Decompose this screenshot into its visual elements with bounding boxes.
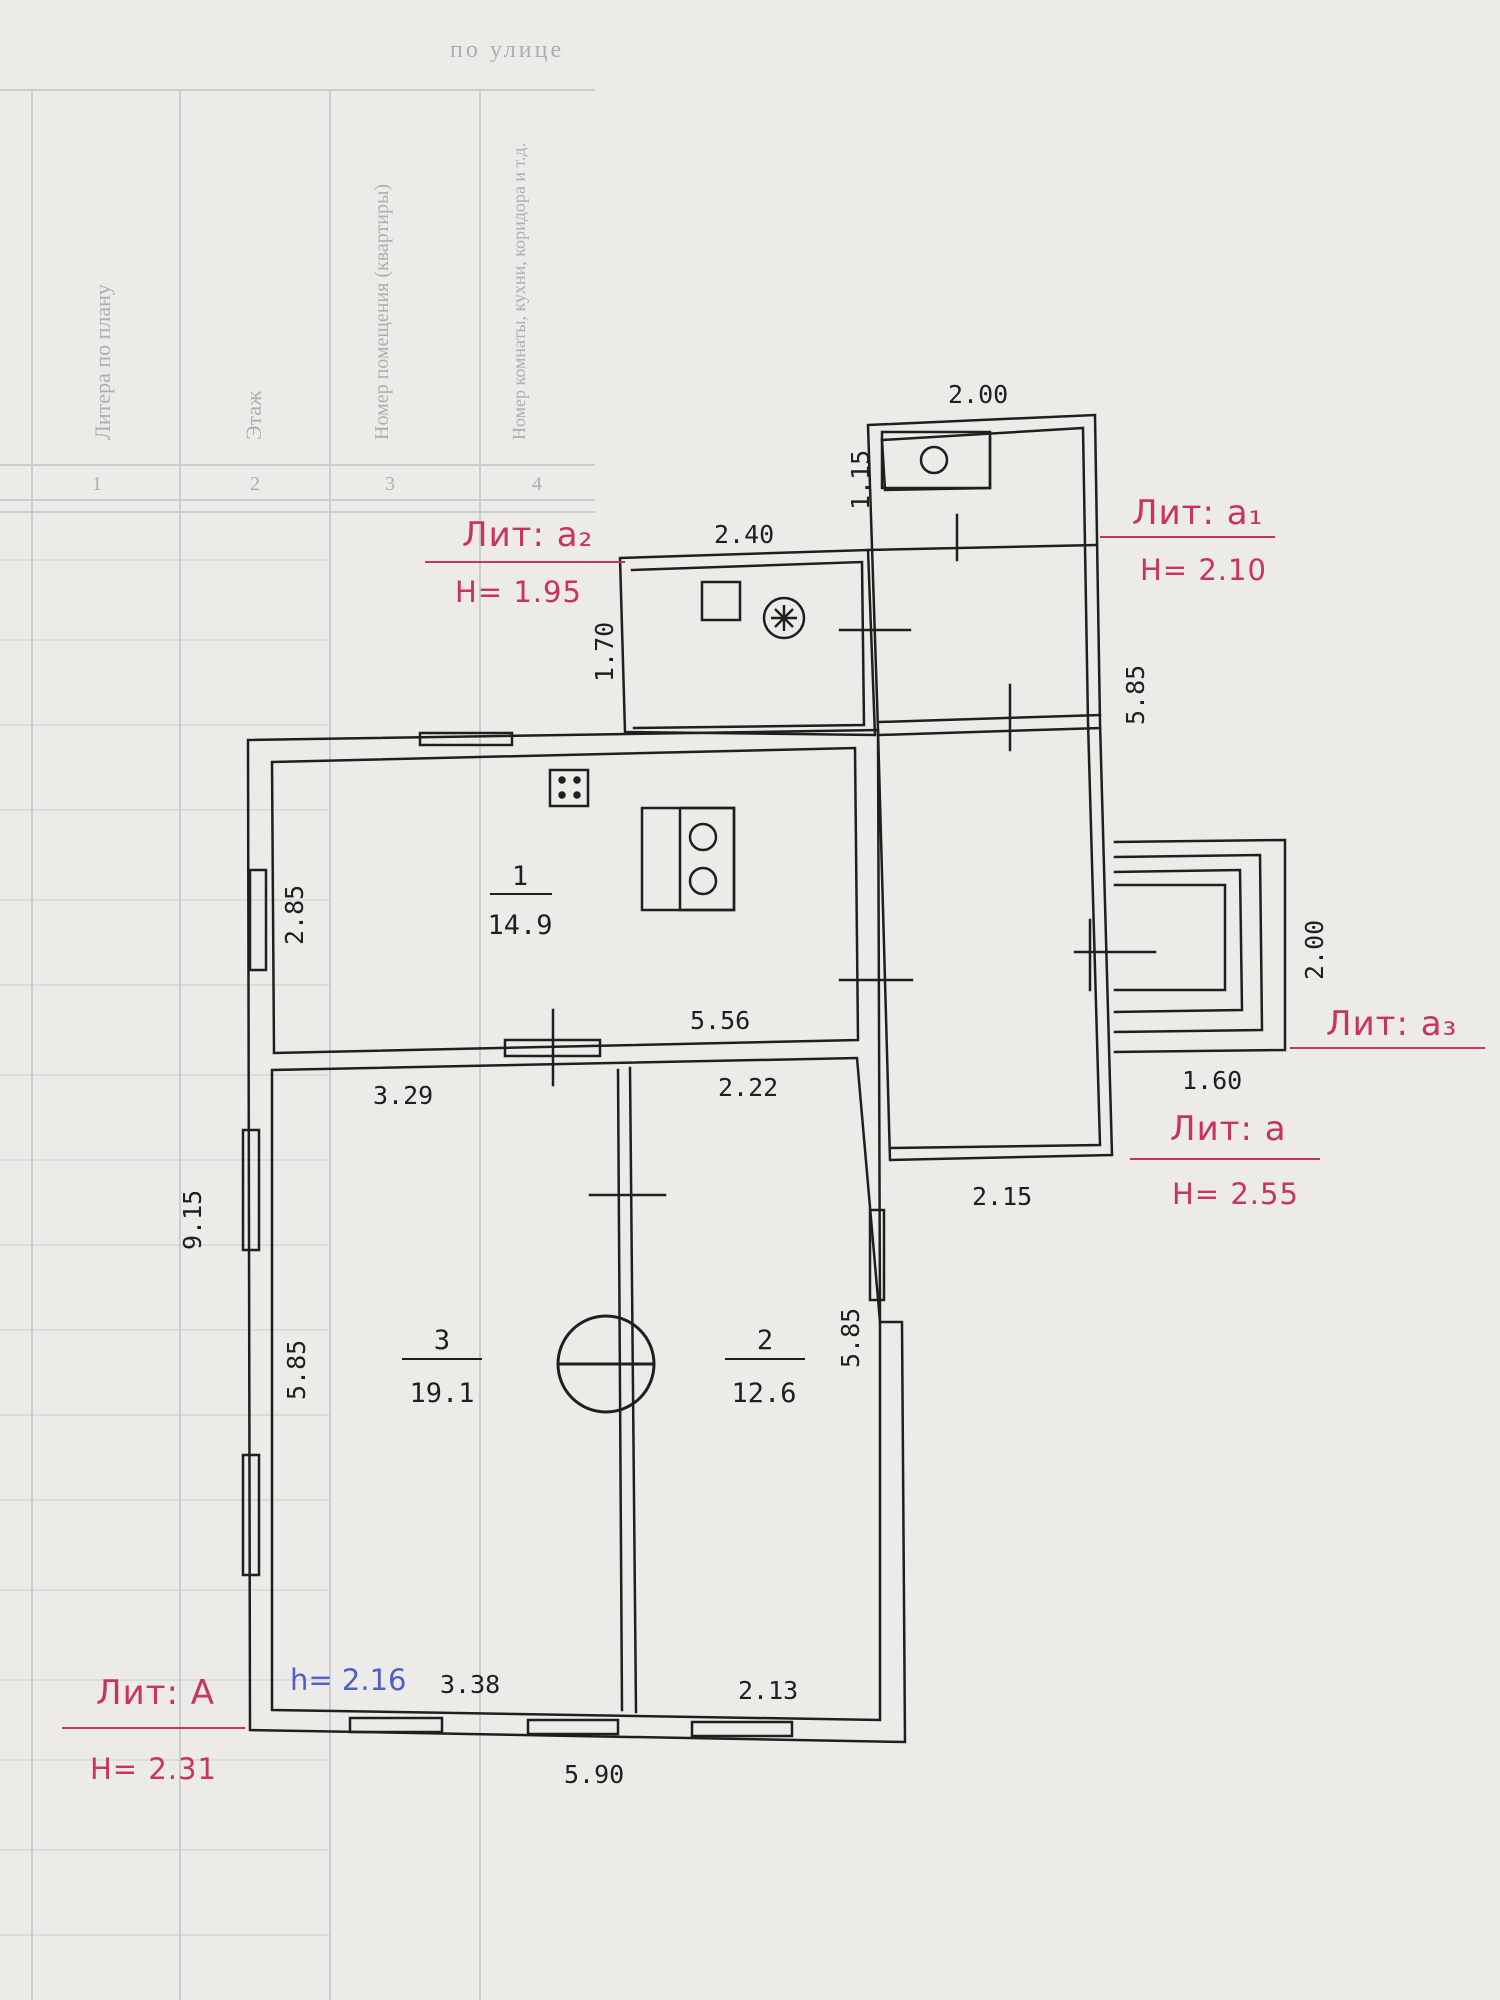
dim-a2-width: 2.40 <box>714 520 775 549</box>
dim-room3-height: 5.85 <box>282 1339 311 1400</box>
dim-room3-top: 3.29 <box>373 1081 434 1110</box>
room-1-area: 14.9 <box>487 910 553 941</box>
room-3-divider <box>402 1358 482 1360</box>
litera-a1-title: Лит: а₁ <box>1132 493 1264 533</box>
litera-a1-walls <box>866 413 1114 1162</box>
outlet-icon <box>548 768 590 808</box>
dim-room2-top: 2.22 <box>718 1073 779 1102</box>
form-row-lines <box>0 559 330 1936</box>
litera-a-title: Лит: а <box>1170 1109 1287 1149</box>
form-col-number-2: 2 <box>250 473 260 495</box>
room-1-divider <box>490 893 552 895</box>
form-col-number-4: 4 <box>532 473 542 495</box>
litera-a3-porch <box>1113 838 1287 1054</box>
litera-A-height: Н= 2.31 <box>90 1752 217 1786</box>
litera-a1-height: Н= 2.10 <box>1140 553 1267 587</box>
dim-room2-bottom: 2.13 <box>738 1676 799 1705</box>
litera-A-title: Лит: А <box>96 1673 215 1713</box>
room-2-divider <box>725 1358 805 1360</box>
form-col-number-3: 3 <box>385 473 395 495</box>
inner-height-note: h= 2.16 <box>290 1663 407 1697</box>
room-3-area: 19.1 <box>409 1378 475 1409</box>
room-3-number: 3 <box>433 1325 451 1356</box>
dim-a-width: 2.15 <box>972 1182 1033 1211</box>
dim-room1-width: 5.56 <box>690 1006 751 1035</box>
gas-meter-icon <box>762 596 806 640</box>
form-col-number-1: 1 <box>92 473 102 495</box>
room-1-number: 1 <box>511 861 529 892</box>
dim-a1-small-height: 1.15 <box>846 449 875 510</box>
dim-room2-height: 5.85 <box>836 1307 865 1368</box>
dim-room3-bottom: 3.38 <box>440 1670 501 1699</box>
litera-a2-title: Лит: а₂ <box>462 515 594 555</box>
form-grid <box>0 89 595 2000</box>
windows <box>241 731 886 1738</box>
dim-main-top-height: 2.85 <box>280 884 309 945</box>
litera-leader-lines <box>62 536 1485 1729</box>
dim-total-height: 9.15 <box>178 1189 207 1250</box>
chimney-square-icon <box>700 580 742 622</box>
dim-a1-height: 5.85 <box>1121 664 1150 725</box>
litera-a-height: Н= 2.55 <box>1172 1177 1299 1211</box>
sink-icon <box>880 430 992 490</box>
stove-icon <box>640 806 736 912</box>
dim-a1-top-width: 2.00 <box>948 380 1009 409</box>
door-marks <box>551 513 1157 1197</box>
litera-a3-title: Лит: а₃ <box>1326 1004 1458 1044</box>
round-stove-icon <box>556 1314 656 1414</box>
dim-a3-width: 1.60 <box>1182 1066 1243 1095</box>
litera-a2-height: Н= 1.95 <box>455 575 582 609</box>
dim-total-width: 5.90 <box>564 1760 625 1789</box>
dim-a2-height: 1.70 <box>590 621 619 682</box>
litera-a2-walls <box>618 548 877 737</box>
litera-a-main-walls <box>246 728 907 1744</box>
dim-a3-height: 2.00 <box>1300 919 1329 980</box>
room-2-number: 2 <box>756 1325 774 1356</box>
room-2-area: 12.6 <box>731 1378 797 1409</box>
form-title: по улице <box>450 37 565 63</box>
